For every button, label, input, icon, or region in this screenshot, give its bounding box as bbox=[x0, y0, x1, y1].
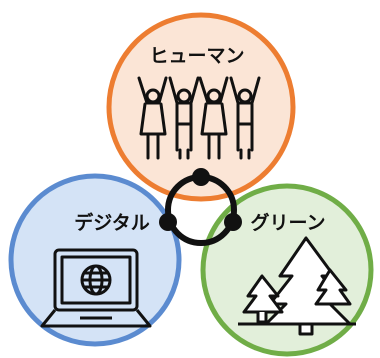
connector-dot-right bbox=[224, 213, 242, 231]
human-circle bbox=[106, 12, 296, 202]
connector-ring bbox=[159, 168, 242, 246]
connector-dot-left bbox=[159, 213, 177, 231]
forest-trees-icon bbox=[238, 236, 356, 336]
human-label: ヒューマン bbox=[149, 45, 244, 67]
green-label: グリーン bbox=[250, 211, 325, 234]
laptop-globe-icon bbox=[40, 248, 152, 328]
digital-label: デジタル bbox=[74, 211, 150, 234]
connector-dot-top bbox=[192, 168, 210, 186]
people-raising-hands-icon bbox=[137, 76, 261, 160]
